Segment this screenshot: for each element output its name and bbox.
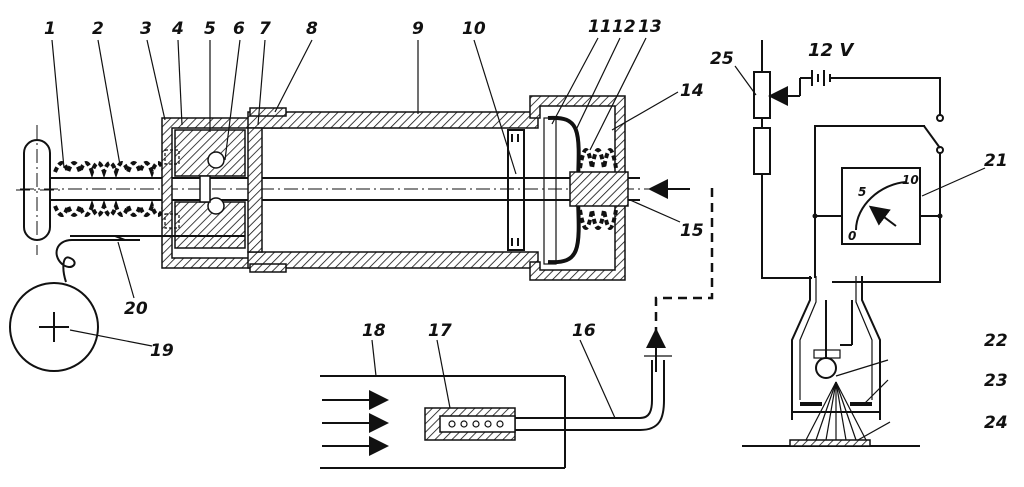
switch <box>814 114 944 283</box>
handle-knob <box>16 125 60 255</box>
label-1: 1 <box>44 19 56 39</box>
light-rays <box>805 381 867 441</box>
gauge-hose <box>55 235 245 283</box>
potentiometer <box>753 40 801 119</box>
label-17: 17 <box>428 321 452 341</box>
label-13: 13 <box>638 17 662 37</box>
end-cap-housing <box>529 95 629 281</box>
lamp <box>813 300 853 379</box>
meter <box>812 167 943 245</box>
cylinder-head-left <box>161 117 283 269</box>
label-20: 20 <box>124 299 148 319</box>
battery <box>800 70 941 116</box>
air-duct <box>320 375 566 469</box>
label-22: 22 <box>984 331 1008 351</box>
label-24: 24 <box>984 413 1008 433</box>
airflow-arrows <box>322 390 389 456</box>
label-23: 23 <box>984 371 1008 391</box>
label-11: 11 <box>588 17 612 37</box>
label-19: 19 <box>150 341 174 361</box>
pressure-gauge <box>9 282 99 372</box>
label-7: 7 <box>259 19 271 39</box>
meter-scale-0: 0 <box>848 229 856 243</box>
capillary-tube <box>515 328 672 431</box>
label-12: 12 <box>612 17 636 37</box>
return-spring-right <box>578 148 618 230</box>
cylinder-wall <box>247 107 539 273</box>
label-15: 15 <box>680 221 704 241</box>
resistor <box>753 118 812 279</box>
label-8: 8 <box>306 19 318 39</box>
sample-surface <box>742 439 920 447</box>
label-21: 21 <box>984 151 1008 171</box>
sensing-bulb <box>424 407 516 441</box>
meter-scale-10: 10 <box>902 173 919 187</box>
label-2: 2 <box>92 19 104 39</box>
signal-line-dashed <box>654 188 714 345</box>
inlet-port <box>628 177 690 201</box>
label-18: 18 <box>362 321 386 341</box>
label-6: 6 <box>233 19 245 39</box>
label-9: 9 <box>412 19 424 39</box>
label-10: 10 <box>462 19 486 39</box>
meter-scale-5: 5 <box>858 185 866 199</box>
leader-lines <box>51 37 986 441</box>
label-5: 5 <box>204 19 216 39</box>
piston-rod <box>20 177 650 201</box>
label-16: 16 <box>572 321 596 341</box>
return-spring-left <box>53 161 166 217</box>
label-25: 25 <box>710 49 734 69</box>
label-14: 14 <box>680 81 704 101</box>
part-labels: 1 2 3 4 5 6 7 8 9 10 11 12 13 14 15 16 1… <box>44 17 1008 433</box>
label-4: 4 <box>171 19 184 39</box>
meter-scale: 0 5 10 <box>848 173 919 243</box>
battery-voltage-label: 12 V <box>808 40 855 61</box>
label-3: 3 <box>140 19 152 39</box>
piston <box>507 129 525 251</box>
